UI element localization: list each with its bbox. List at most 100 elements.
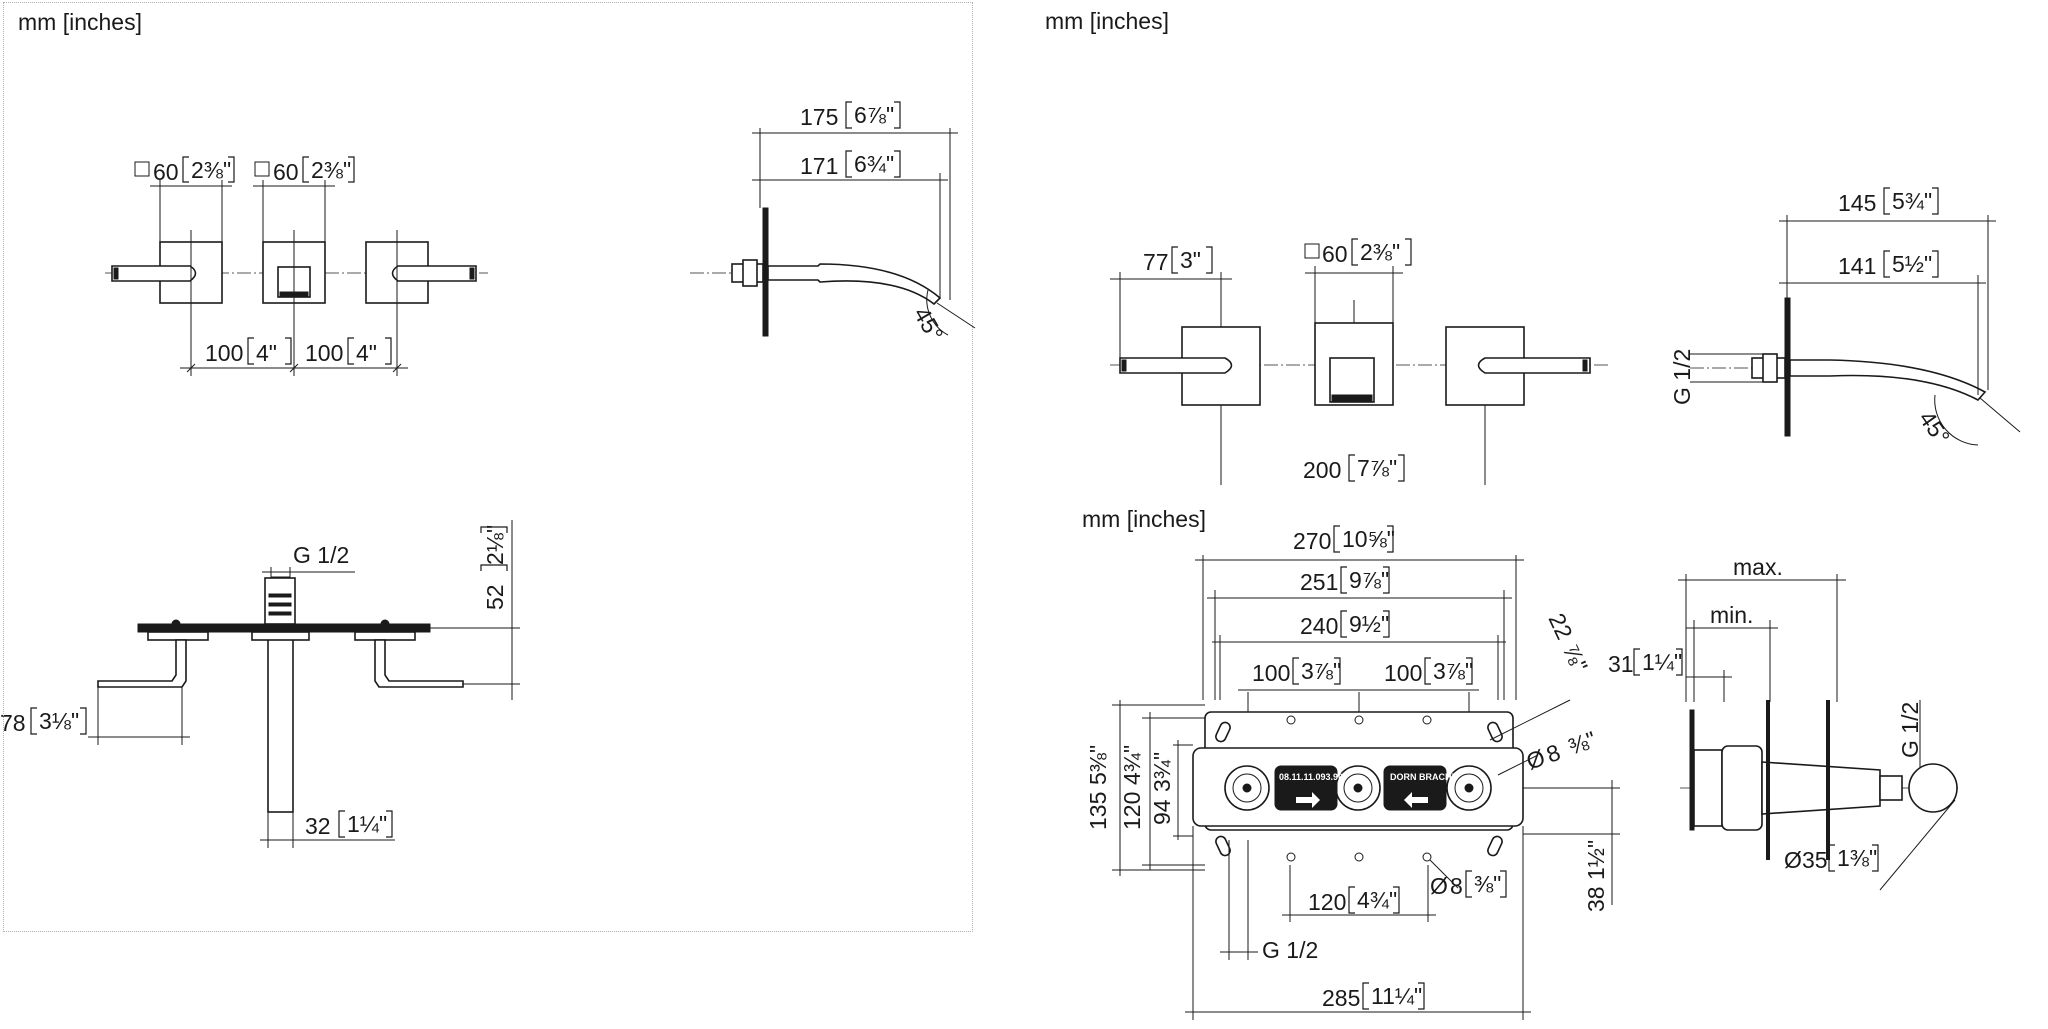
dim-rough-240-in: 9½" bbox=[1349, 611, 1389, 637]
dim-rough-dia8-bot: Ø 8 ⅜" bbox=[1430, 870, 1507, 899]
dim-spacing-right: 100 4" bbox=[305, 337, 392, 366]
dim-rough-38-in: 1½" bbox=[1583, 840, 1609, 880]
rough-thread-label: G 1/2 bbox=[1262, 937, 1318, 963]
dim-rough-285: 285 11¼" bbox=[1322, 982, 1425, 1011]
dim-wide-square-mm: 60 bbox=[1322, 241, 1348, 267]
brand-label: DORN BRACHT bbox=[1390, 772, 1457, 782]
side-spindle bbox=[1761, 761, 1881, 815]
dim-rough-100-right-mm: 100 bbox=[1384, 660, 1422, 686]
dim-rough-dia8-bot-mm: 8 bbox=[1450, 873, 1463, 899]
dim-spacing-right-in: 4" bbox=[356, 340, 377, 366]
dim-rough-120-h-in: 4¾" bbox=[1357, 887, 1397, 913]
unit-label-right-bottom: mm [inches] bbox=[1082, 506, 1206, 532]
dim-rough-135-in: 5⅜" bbox=[1085, 745, 1111, 785]
dim-rough-dia8-bot-in: ⅜" bbox=[1474, 871, 1501, 897]
dim-wide-square-in: 2⅜" bbox=[1360, 239, 1400, 265]
dim-rough-dia8-bot-sym: Ø bbox=[1430, 873, 1448, 899]
dim-rough-100-left: 100 3⅞" bbox=[1252, 657, 1341, 686]
right-lever-section bbox=[374, 639, 464, 688]
dim-side-dia35-in: 1⅜" bbox=[1837, 845, 1877, 871]
wide-set-front-view bbox=[1110, 266, 1610, 485]
dim-square-left-in: 2⅜" bbox=[191, 157, 231, 183]
spout-side-view-left bbox=[690, 128, 976, 337]
dim-rough-120-v: 120 4¾" bbox=[1119, 745, 1145, 830]
dim-section-height-in: 2⅛" bbox=[482, 525, 508, 565]
left-lever bbox=[111, 265, 197, 282]
three-hole-front-view bbox=[105, 180, 488, 376]
body-code-label: 08.11.11.093.90 bbox=[1279, 772, 1343, 782]
dim-wide-offset-mm: 77 bbox=[1143, 249, 1169, 275]
dim-side-31-in: 1¼" bbox=[1642, 649, 1682, 675]
dim-rough-285-in: 11¼" bbox=[1371, 983, 1422, 1009]
side-min-label: min. bbox=[1710, 602, 1753, 628]
dim-rough-120-h-mm: 120 bbox=[1308, 889, 1346, 915]
dim-section-depth-mm: 78 bbox=[0, 710, 26, 736]
dim-side-dia35-sym: Ø bbox=[1784, 847, 1802, 873]
dim-square-mid-mm: 60 bbox=[273, 159, 299, 185]
dim-spacing-left-mm: 100 bbox=[205, 340, 243, 366]
unit-label-left: mm [inches] bbox=[18, 9, 142, 35]
inlet-connector bbox=[264, 577, 296, 625]
dim-section-height-mm: 52 bbox=[482, 584, 508, 610]
dim-square-mid-in: 2⅜" bbox=[311, 157, 351, 183]
dim-rough-251-mm: 251 bbox=[1300, 569, 1338, 595]
left-drawing-frame bbox=[3, 2, 973, 932]
side-thread-label: G 1/2 bbox=[1897, 702, 1923, 758]
dim-rough-270: 270 10⅝" bbox=[1293, 525, 1395, 554]
rough-in-body-front: 08.11.11.093.90 DORN BRACHT bbox=[1112, 555, 1620, 1020]
dim-rough-94-mm: 94 bbox=[1149, 799, 1175, 825]
dim-wide-square: 60 2⅜" bbox=[1304, 238, 1412, 267]
dim-spout-inner-right: 141 5½" bbox=[1838, 250, 1939, 279]
dim-section-depth-in: 3⅛" bbox=[39, 708, 79, 734]
dim-rough-135: 135 5⅜" bbox=[1085, 745, 1111, 830]
dim-rough-270-mm: 270 bbox=[1293, 528, 1331, 554]
dim-spacing-left: 100 4" bbox=[205, 337, 292, 366]
dim-wide-spacing-in: 7⅞" bbox=[1357, 455, 1397, 481]
dim-rough-120-v-mm: 120 bbox=[1119, 792, 1145, 830]
dim-spout-outer-left-in: 6⅞" bbox=[854, 102, 894, 128]
spout-side-view-right bbox=[1690, 215, 2021, 446]
dim-square-left: 60 2⅜" bbox=[134, 156, 235, 185]
dim-spout-outer-right-mm: 145 bbox=[1838, 190, 1876, 216]
section-view bbox=[88, 520, 520, 848]
dim-rough-100-left-in: 3⅞" bbox=[1301, 658, 1341, 684]
dim-rough-dia8-top-in: ⅜" bbox=[1565, 726, 1600, 760]
dim-spout-outer-right: 145 5¾" bbox=[1838, 187, 1939, 216]
dim-rough-94-in: 3¾" bbox=[1149, 752, 1175, 792]
dim-side-31: 31 1¼" bbox=[1608, 648, 1683, 677]
dim-spacing-left-in: 4" bbox=[256, 340, 277, 366]
dim-spacing-right-mm: 100 bbox=[305, 340, 343, 366]
dim-rough-251-in: 9⅞" bbox=[1349, 567, 1389, 593]
section-thread-label: G 1/2 bbox=[293, 542, 349, 568]
side-max-label: max. bbox=[1733, 554, 1783, 580]
unit-label-right-top: mm [inches] bbox=[1045, 8, 1169, 34]
dim-rough-38: 38 1½" bbox=[1583, 840, 1609, 912]
dim-rough-38-mm: 38 bbox=[1583, 886, 1609, 912]
dim-spout-outer-left: 175 6⅞" bbox=[800, 101, 901, 130]
side-outlet bbox=[1908, 763, 1958, 813]
dim-rough-251: 251 9⅞" bbox=[1300, 566, 1390, 595]
dim-section-pipe: 32 1¼" bbox=[305, 810, 393, 839]
dim-side-dia35: Ø 35 1⅜" bbox=[1784, 844, 1879, 873]
dim-rough-270-in: 10⅝" bbox=[1342, 526, 1395, 552]
angle-label-right: 45° bbox=[1914, 406, 1955, 449]
dim-rough-22-mm: 22 bbox=[1543, 609, 1577, 643]
dim-section-pipe-in: 1¼" bbox=[347, 811, 387, 837]
dim-spout-outer-left-mm: 175 bbox=[800, 104, 838, 130]
right-lever bbox=[391, 265, 477, 282]
dim-section-depth: 78 3⅛" bbox=[0, 707, 87, 736]
spout-right-thread-label: G 1/2 bbox=[1669, 349, 1695, 405]
dim-rough-240: 240 9½" bbox=[1300, 610, 1390, 639]
dim-wide-spacing: 200 7⅞" bbox=[1303, 454, 1405, 483]
dim-rough-285-mm: 285 bbox=[1322, 985, 1360, 1011]
dim-square-mid: 60 2⅜" bbox=[254, 156, 355, 185]
dim-rough-120-h: 120 4¾" bbox=[1308, 886, 1400, 915]
dim-spout-inner-left-in: 6¾" bbox=[854, 151, 894, 177]
dim-rough-22: 22 ⅞" bbox=[1543, 609, 1592, 676]
dim-rough-94: 94 3¾" bbox=[1149, 752, 1175, 825]
dim-square-left-mm: 60 bbox=[153, 159, 179, 185]
dim-rough-22-in: ⅞" bbox=[1558, 640, 1593, 676]
dim-spout-inner-left-mm: 171 bbox=[800, 153, 838, 179]
dim-spout-inner-right-mm: 141 bbox=[1838, 253, 1876, 279]
